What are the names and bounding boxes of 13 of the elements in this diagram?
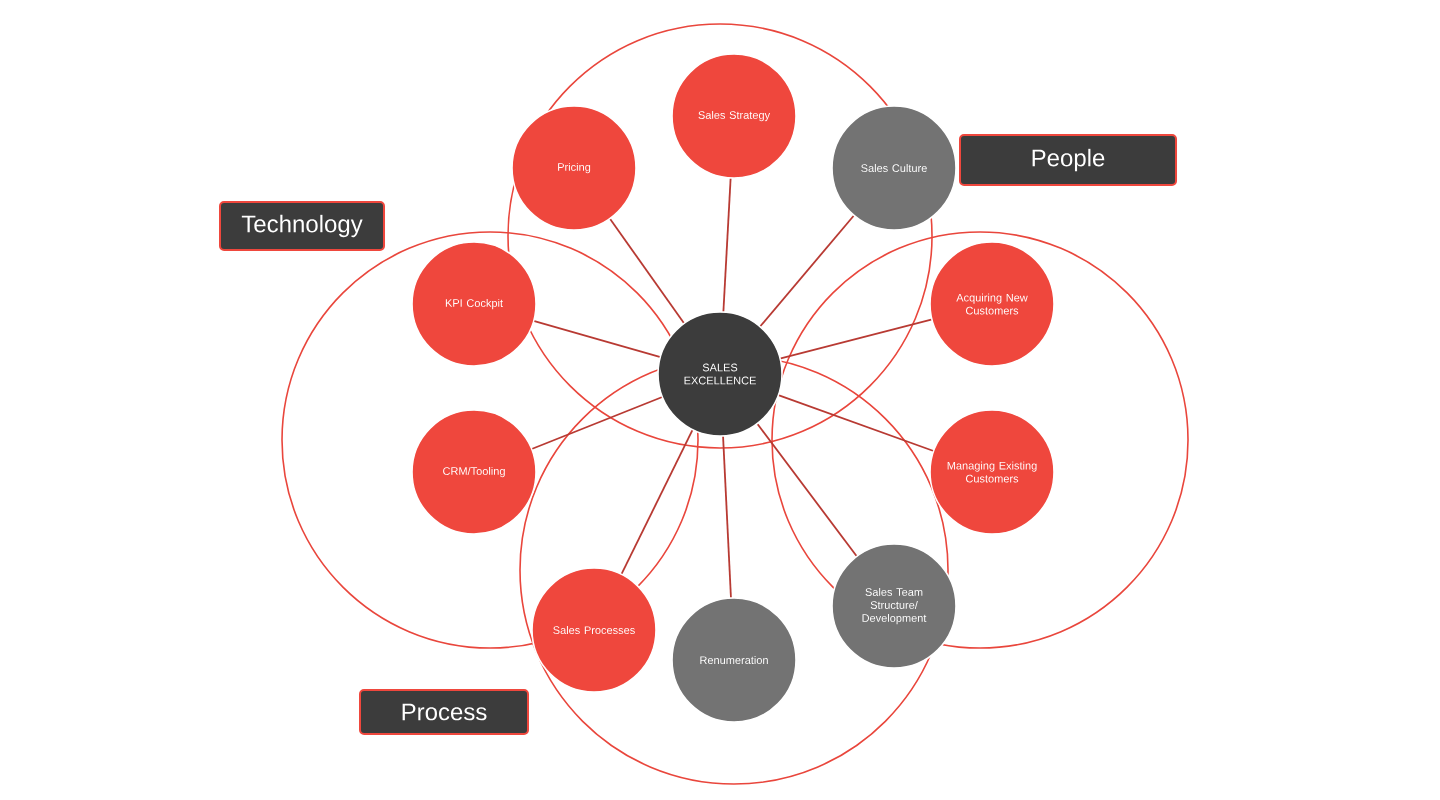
connector-line: [778, 394, 934, 452]
category-label: Technology: [219, 201, 385, 251]
connector-line: [759, 215, 855, 327]
category-label: People: [959, 134, 1177, 186]
connector-line: [722, 177, 732, 313]
connector-line: [779, 318, 933, 360]
connector-line: [722, 435, 732, 599]
connector-line: [620, 429, 694, 575]
connector-line: [533, 320, 661, 358]
connector-line: [531, 396, 663, 450]
category-label: Process: [359, 689, 529, 735]
connector-line: [756, 423, 858, 557]
connector-line: [609, 218, 685, 324]
